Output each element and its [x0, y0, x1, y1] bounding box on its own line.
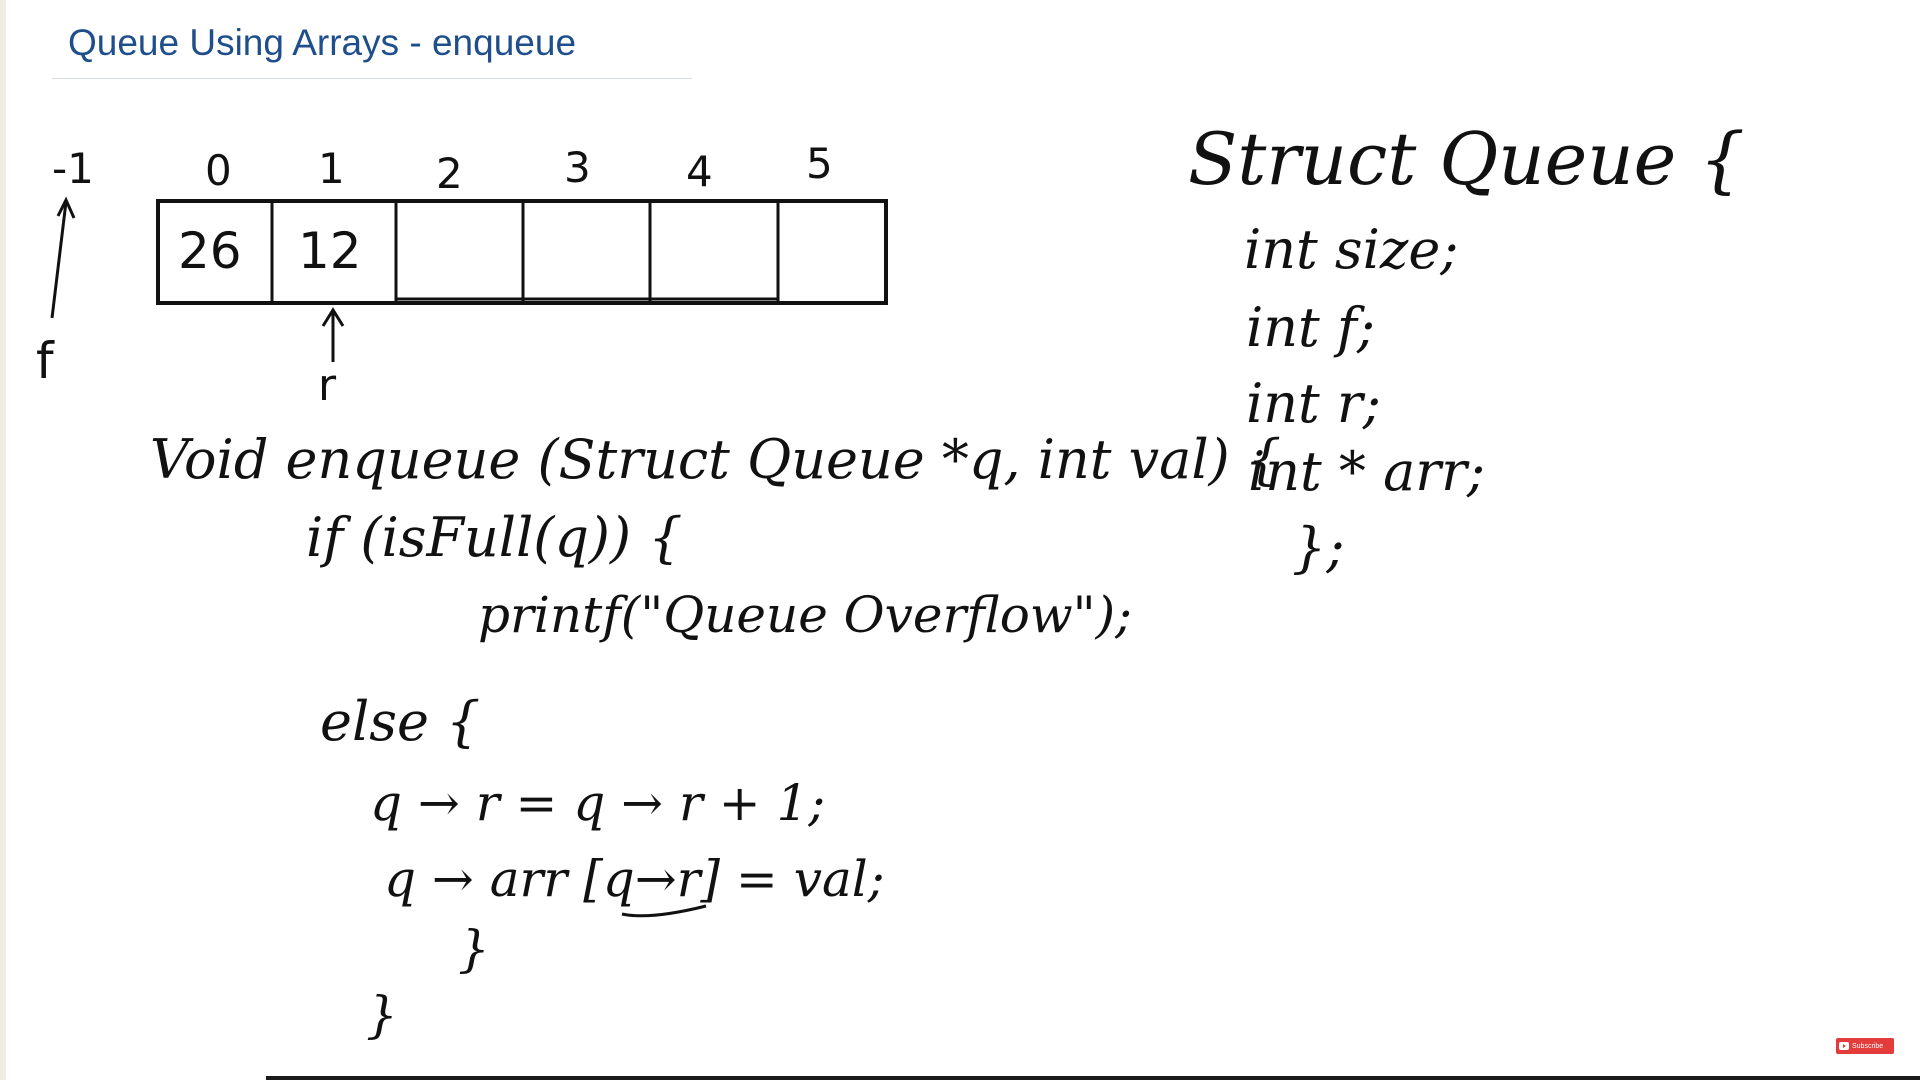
printf-statement: printf("Queue Overflow"); — [478, 586, 1132, 644]
else-close-brace: } — [458, 920, 490, 978]
front-initial-index-label: -1 — [52, 144, 94, 193]
front-pointer-arrowhead — [56, 196, 76, 219]
struct-field: int f; — [1246, 296, 1375, 359]
rear-pointer-arrowhead — [321, 307, 345, 327]
index-label: 4 — [686, 147, 713, 196]
front-pointer: f — [36, 196, 76, 390]
queue-array-box: 26 12 — [156, 199, 888, 305]
function-close-brace: } — [366, 986, 398, 1044]
rear-increment-statement: q → r = q → r + 1; — [370, 774, 825, 832]
video-progress-strip — [266, 1076, 1920, 1080]
function-signature: Void enqueue (Struct Queue *q, int val) … — [150, 428, 1281, 491]
subscribe-label: Subscribe — [1852, 1042, 1884, 1050]
rear-pointer: r — [318, 307, 345, 411]
rear-pointer-label: r — [318, 360, 337, 411]
index-label: 5 — [806, 139, 833, 188]
array-cell-value: 26 — [178, 222, 242, 280]
index-row: 0 1 2 3 4 5 — [205, 139, 833, 198]
struct-definition: Struct Queue { int size; int f; int r; i… — [1188, 117, 1745, 579]
subscribe-button[interactable]: Subscribe — [1836, 1038, 1894, 1054]
title-divider — [52, 78, 692, 79]
if-condition: if (isFull(q)) { — [306, 506, 683, 569]
left-edge-strip — [0, 0, 6, 1080]
slide-title: Queue Using Arrays - enqueue — [68, 22, 577, 63]
index-label: 1 — [318, 144, 345, 193]
play-icon — [1839, 1042, 1849, 1050]
index-label: 3 — [564, 143, 591, 192]
array-cell-value: 12 — [298, 222, 362, 280]
enqueue-function: Void enqueue (Struct Queue *q, int val) … — [150, 428, 1281, 1044]
front-pointer-label: f — [36, 332, 55, 390]
struct-field: int size; — [1244, 218, 1459, 281]
else-branch: else { — [320, 690, 480, 753]
index-label: 2 — [436, 149, 463, 198]
index-label: 0 — [205, 146, 232, 195]
struct-header: Struct Queue { — [1188, 117, 1745, 201]
index-underline-brace — [621, 904, 707, 918]
struct-footer: }; — [1292, 516, 1345, 579]
array-assign-statement: q → arr [q→r] = val; — [384, 850, 885, 908]
struct-field: int r; — [1246, 372, 1381, 435]
front-pointer-arrow — [50, 201, 68, 319]
struct-field: int * arr; — [1248, 440, 1485, 503]
